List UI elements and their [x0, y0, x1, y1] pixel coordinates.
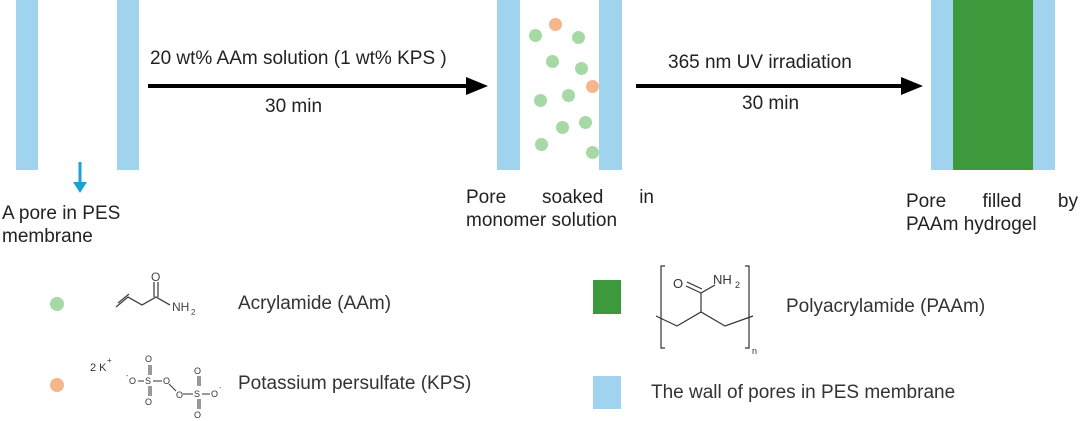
legend-aam-label: Acrylamide (AAm): [238, 293, 392, 314]
aam-particle: [546, 55, 559, 68]
oxygen-atom: O: [151, 270, 160, 284]
process-arrow-1: [148, 77, 488, 95]
repeat-unit-n: n: [752, 346, 757, 356]
process-arrow-2: [636, 77, 923, 95]
pore-wall-left-2: [497, 0, 520, 170]
legend-paam-label: Polyacrylamide (PAAm): [786, 296, 986, 317]
aam-particle: [575, 62, 588, 75]
persulfate-structure: 2 K + O O - S O O O O S O - O: [90, 354, 222, 420]
amine-subscript: 2: [191, 308, 196, 317]
aam-particle: [535, 138, 548, 151]
legend-aam-dot: [50, 297, 64, 311]
oxygen-atom: O: [145, 354, 152, 364]
aam-particle: [556, 121, 569, 134]
charge-minus: -: [219, 385, 222, 392]
sulfur-atom: S: [194, 389, 200, 399]
legend-paam-swatch: [593, 280, 621, 314]
amine-group: NH: [172, 300, 189, 314]
step2-duration: 30 min: [742, 93, 800, 114]
filled-pore-label: Pore filled by PAAm hydrogel: [906, 191, 1078, 235]
kps-particle: [586, 80, 599, 93]
charge-minus: -: [126, 373, 129, 380]
pore-wall-right-1: [117, 0, 139, 170]
aam-particle: [529, 29, 542, 42]
aam-particle: [586, 146, 599, 159]
paam-hydrogel-fill: [953, 0, 1033, 170]
step1-condition: 20 wt% AAm solution (1 wt% KPS ): [150, 48, 447, 69]
acrylamide-structure: O NH 2: [115, 270, 196, 317]
oxygen-atom: O: [176, 390, 183, 400]
pore-pointer-arrow-icon: [73, 162, 87, 193]
soaked-pore-label: Pore soaked in monomer solution: [466, 187, 654, 231]
oxygen-atom: O: [194, 410, 201, 420]
polyacrylamide-structure: O NH 2 n: [655, 265, 757, 356]
oxygen-atom: O: [194, 366, 201, 376]
oxygen-atom: O: [673, 276, 683, 291]
empty-pore-label: A pore in PES membrane: [2, 203, 121, 247]
oxygen-atom: O: [211, 389, 218, 399]
aam-particle: [562, 89, 575, 102]
pore-wall-left-1: [16, 0, 38, 170]
aam-particle: [579, 116, 592, 129]
step2-condition: 365 nm UV irradiation: [668, 52, 852, 73]
kps-particle: [549, 18, 562, 31]
aam-particle: [534, 94, 547, 107]
potassium-label: 2 K: [90, 362, 107, 374]
legend-kps-dot: [50, 378, 64, 392]
charge-plus: +: [107, 356, 112, 365]
pore-wall-right-3: [1033, 0, 1055, 170]
amine-subscript: 2: [735, 280, 740, 290]
sulfur-atom: S: [145, 376, 151, 386]
oxygen-atom: O: [145, 397, 152, 407]
aam-particle: [572, 31, 585, 44]
legend-wall-label: The wall of pores in PES membrane: [651, 382, 956, 403]
oxygen-atom: O: [163, 376, 170, 386]
amine-group: NH: [713, 272, 732, 287]
legend-wall-swatch: [593, 376, 621, 409]
pore-wall-right-2: [599, 0, 622, 170]
oxygen-atom: O: [129, 376, 136, 386]
legend-kps-label: Potassium persulfate (KPS): [238, 373, 472, 394]
pore-wall-left-3: [931, 0, 953, 170]
step1-duration: 30 min: [265, 96, 323, 117]
